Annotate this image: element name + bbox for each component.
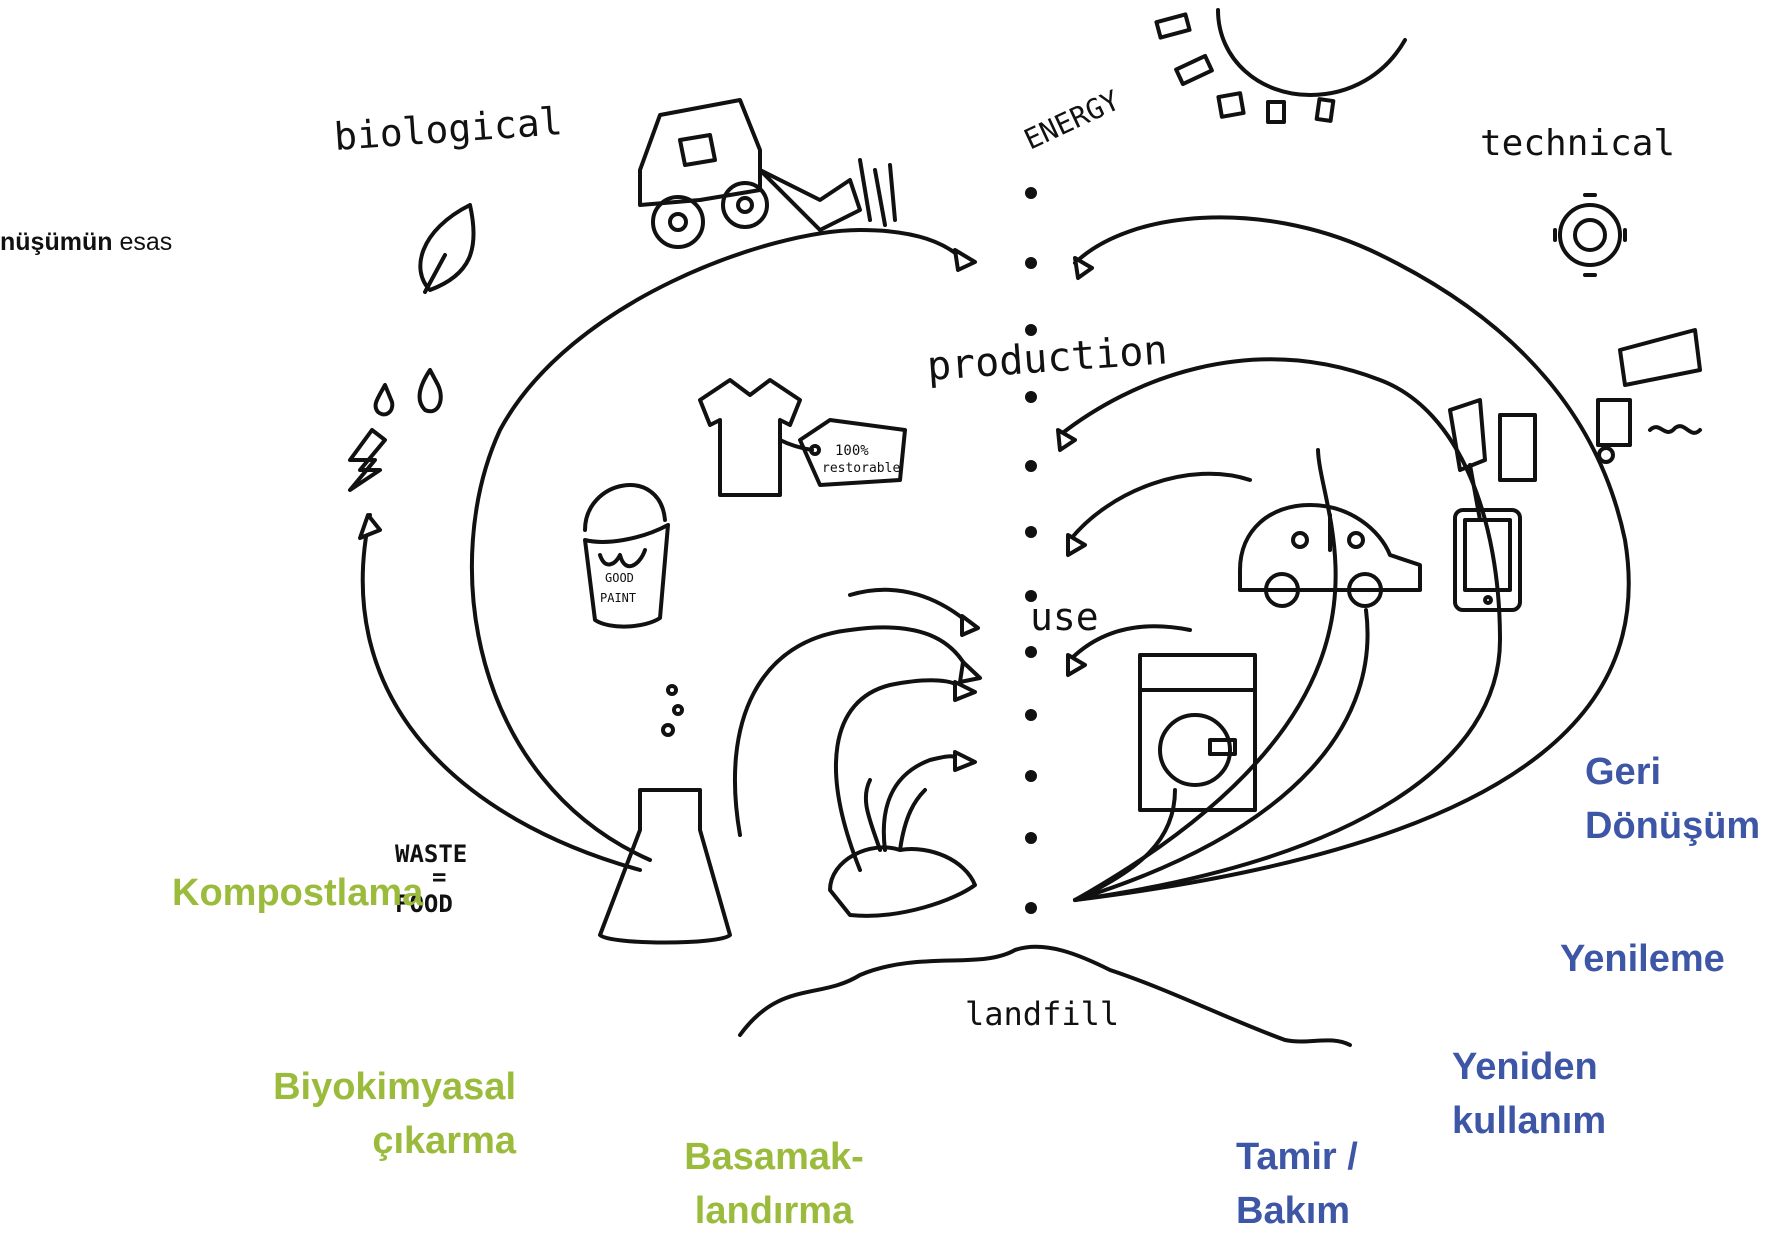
landfill-hill xyxy=(738,944,1352,1047)
label-biyokimyasal-line2: çıkarma xyxy=(372,1120,516,1162)
tag-percent: 100% xyxy=(835,443,869,459)
label-geri-line2: Dönüşüm xyxy=(1585,805,1761,847)
tag-restorable: restorable xyxy=(822,461,900,476)
label-biyokimyasal-line1: Biyokimyasal xyxy=(273,1066,516,1108)
label-yeniden-kullanim: Yeniden kullanım xyxy=(1452,1040,1606,1148)
sun-icon xyxy=(1154,8,1407,124)
production-label: production xyxy=(925,327,1168,390)
label-basamaklandirma: Basamak- landırma xyxy=(664,1130,884,1238)
label-geri-line1: Geri xyxy=(1585,751,1662,793)
paint-bucket-icon xyxy=(583,483,670,629)
landfill-label: landfill xyxy=(965,995,1119,1033)
technical-label: technical xyxy=(1480,123,1675,164)
tractor-icon xyxy=(638,98,897,249)
technical-loop-2 xyxy=(1058,357,1502,902)
label-tamir-bakim: Tamir / Bakım xyxy=(1236,1130,1358,1238)
energy-label: ENERGY xyxy=(1019,84,1125,157)
use-label: use xyxy=(1030,595,1099,639)
tshirt-icon xyxy=(698,378,907,497)
center-dots xyxy=(1025,187,1037,914)
paint-paint: PAINT xyxy=(600,591,636,605)
label-biyokimyasal: Biyokimyasal çıkarma xyxy=(261,1060,516,1168)
biological-second-loop xyxy=(360,513,642,872)
water-drops-icon xyxy=(373,368,443,417)
biological-label: biological xyxy=(333,99,564,159)
waste-equals: = xyxy=(432,863,446,891)
compost-pile-icon xyxy=(828,778,977,918)
label-basamak-line1: Basamak- xyxy=(684,1136,864,1178)
technical-loop-3 xyxy=(1068,471,1252,542)
label-yenileme: Yenileme xyxy=(1560,938,1725,980)
technical-outer-loop xyxy=(1073,215,1631,902)
car-icon xyxy=(1238,503,1422,608)
washing-machine-icon xyxy=(1138,653,1257,812)
phone-icon xyxy=(1448,398,1537,612)
label-yeniden-line2: kullanım xyxy=(1452,1100,1607,1142)
caption-rest: esas xyxy=(112,228,173,256)
biological-outer-loop xyxy=(469,228,960,862)
flask-icon xyxy=(598,684,732,945)
gear-icon xyxy=(1553,193,1627,277)
food-label: FOOD xyxy=(395,890,453,918)
label-tamir-line1: Tamir / xyxy=(1236,1136,1358,1178)
label-tamir-line2: Bakım xyxy=(1236,1190,1351,1232)
components-icon xyxy=(1596,328,1702,464)
label-basamak-line2: landırma xyxy=(694,1190,854,1232)
technical-loop-4 xyxy=(1068,624,1192,662)
paint-good: GOOD xyxy=(605,571,634,585)
lightning-icon xyxy=(348,428,387,492)
label-geri-donusum: Geri Dönüşüm xyxy=(1585,745,1760,853)
leaf-icon xyxy=(418,203,476,294)
label-yeniden-line1: Yeniden xyxy=(1452,1046,1598,1088)
caption-fragment: nüşümün esas xyxy=(0,228,172,257)
waste-label: WASTE xyxy=(395,840,467,868)
label-kompostlama: Kompostlama xyxy=(172,872,424,914)
caption-bold: nüşümün xyxy=(0,228,113,256)
